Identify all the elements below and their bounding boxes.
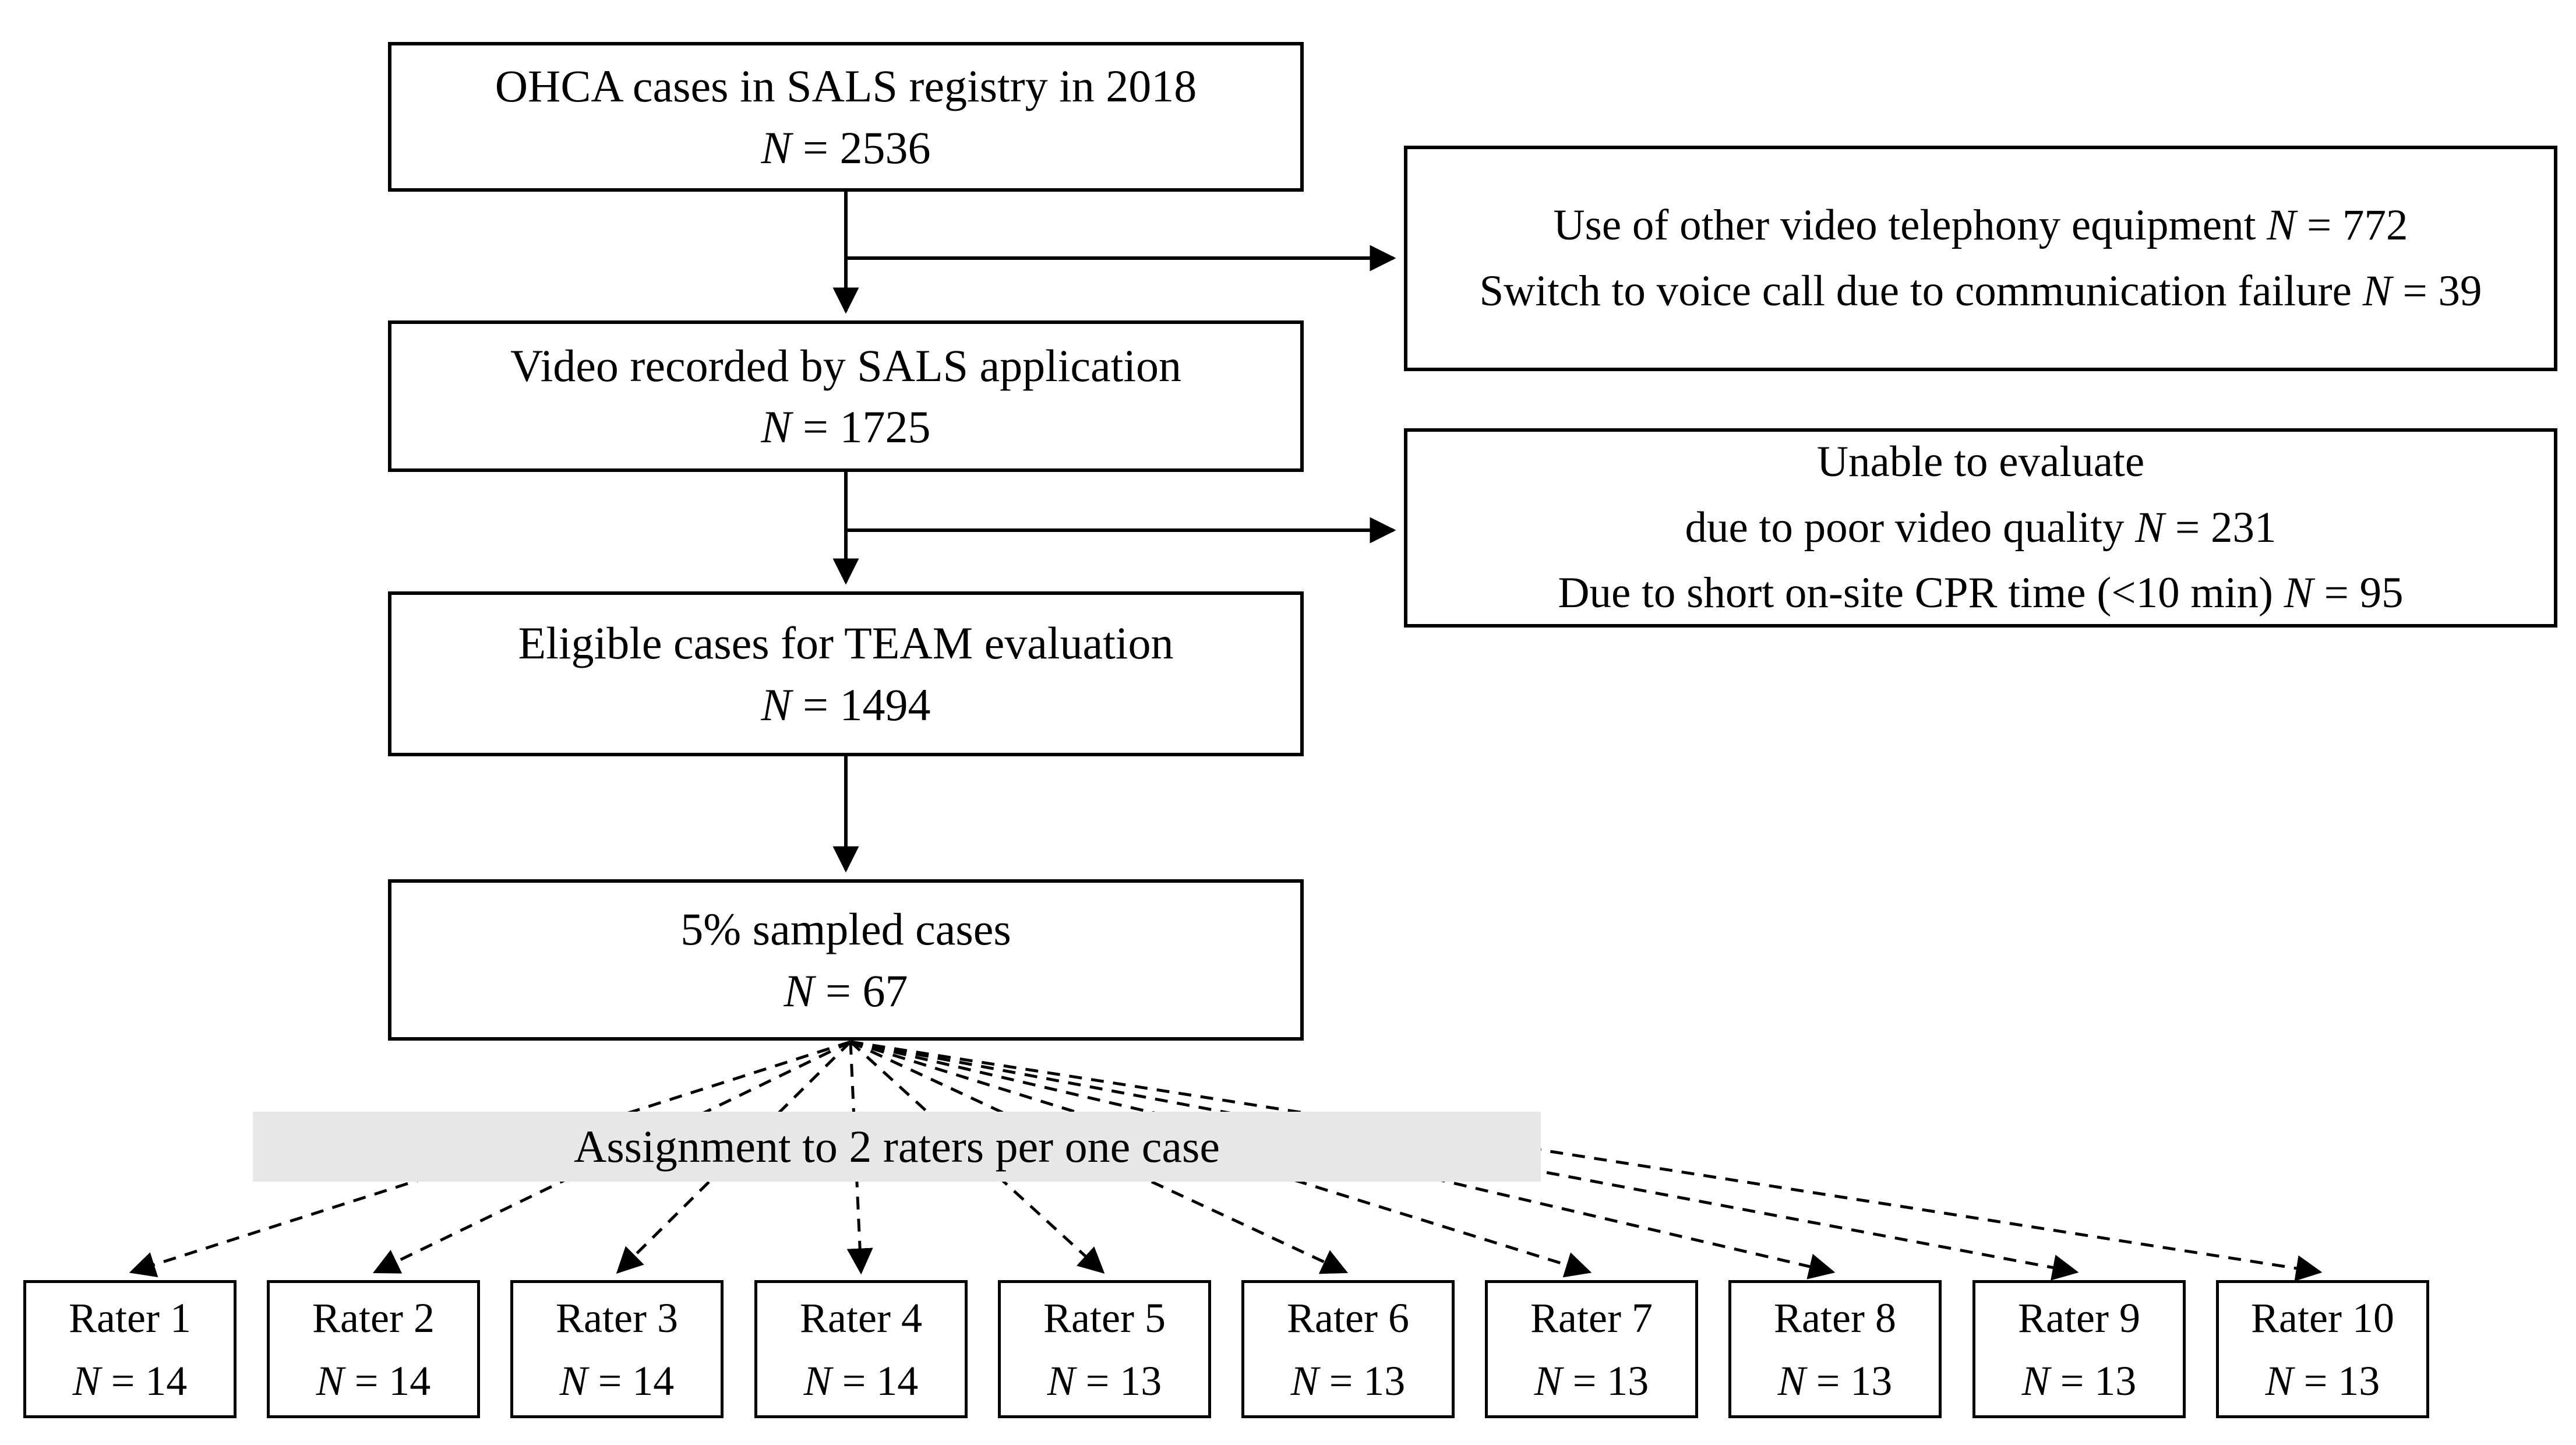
box-video-recorded-n: N = 1725 <box>761 401 931 452</box>
box-eligible-cases: Eligible cases for TEAM evaluation N = 1… <box>388 591 1304 756</box>
box-rater-8: Rater 8 N = 13 <box>1728 1280 1942 1418</box>
rater-8-label: Rater 8 <box>1774 1294 1896 1341</box>
rater-2-n: N = 14 <box>316 1357 431 1404</box>
dashed-arrow-to-rater-10 <box>850 1040 2323 1281</box>
exclusion-second-line-1: Unable to evaluate <box>1816 438 2145 487</box>
rater-10-n: N = 13 <box>2265 1357 2380 1404</box>
rater-6-n: N = 13 <box>1290 1357 1406 1404</box>
box-video-recorded: Video recorded by SALS application N = 1… <box>388 320 1304 472</box>
rater-5-n: N = 13 <box>1047 1357 1162 1404</box>
box-eligible-cases-n: N = 1494 <box>761 679 931 730</box>
rater-9-n: N = 13 <box>2021 1357 2137 1404</box>
rater-3-label: Rater 3 <box>556 1294 678 1341</box>
rater-3-n: N = 14 <box>559 1357 675 1404</box>
rater-1-label: Rater 1 <box>69 1294 191 1341</box>
rater-7-n: N = 13 <box>1534 1357 1649 1404</box>
rater-2-label: Rater 2 <box>312 1294 435 1341</box>
rater-7-label: Rater 7 <box>1530 1294 1653 1341</box>
rater-6-label: Rater 6 <box>1287 1294 1409 1341</box>
assignment-band: Assignment to 2 raters per one case <box>253 1112 1541 1182</box>
box-rater-9: Rater 9 N = 13 <box>1972 1280 2186 1418</box>
box-rater-1: Rater 1 N = 14 <box>23 1280 237 1418</box>
box-rater-2: Rater 2 N = 14 <box>267 1280 480 1418</box>
box-rater-4: Rater 4 N = 14 <box>754 1280 968 1418</box>
box-eligible-cases-title: Eligible cases for TEAM evaluation <box>518 618 1174 669</box>
rater-4-n: N = 14 <box>803 1357 919 1404</box>
box-video-recorded-title: Video recorded by SALS application <box>510 340 1182 391</box>
box-ohca-registry: OHCA cases in SALS registry in 2018 N = … <box>388 42 1304 192</box>
box-ohca-registry-n: N = 2536 <box>761 122 931 173</box>
box-rater-5: Rater 5 N = 13 <box>998 1280 1211 1418</box>
box-sampled-cases: 5% sampled cases N = 67 <box>388 879 1304 1041</box>
exclusion-first-line-2: Switch to voice call due to communicatio… <box>1479 266 2482 315</box>
assignment-band-label: Assignment to 2 raters per one case <box>574 1121 1220 1172</box>
rater-8-n: N = 13 <box>1777 1357 1893 1404</box>
box-rater-7: Rater 7 N = 13 <box>1485 1280 1698 1418</box>
exclusion-first-line-1: Use of other video telephony equipment N… <box>1553 201 2408 249</box>
rater-1-n: N = 14 <box>72 1357 188 1404</box>
box-rater-6: Rater 6 N = 13 <box>1241 1280 1455 1418</box>
box-sampled-cases-n: N = 67 <box>784 965 908 1016</box>
rater-4-label: Rater 4 <box>800 1294 922 1341</box>
box-exclusion-first: Use of other video telephony equipment N… <box>1404 146 2557 371</box>
box-sampled-cases-title: 5% sampled cases <box>680 904 1011 955</box>
box-ohca-registry-title: OHCA cases in SALS registry in 2018 <box>495 61 1197 112</box>
box-exclusion-second: Unable to evaluate due to poor video qua… <box>1404 428 2557 628</box>
box-rater-10: Rater 10 N = 13 <box>2216 1280 2429 1418</box>
box-rater-3: Rater 3 N = 14 <box>510 1280 724 1418</box>
exclusion-second-line-2: due to poor video quality N = 231 <box>1685 503 2277 552</box>
rater-9-label: Rater 9 <box>2018 1294 2140 1341</box>
rater-5-label: Rater 5 <box>1043 1294 1166 1341</box>
rater-10-label: Rater 10 <box>2251 1294 2394 1341</box>
dashed-arrow-to-rater-5 <box>849 1041 1105 1274</box>
exclusion-second-line-3: Due to short on-site CPR time (<10 min) … <box>1558 569 2404 618</box>
